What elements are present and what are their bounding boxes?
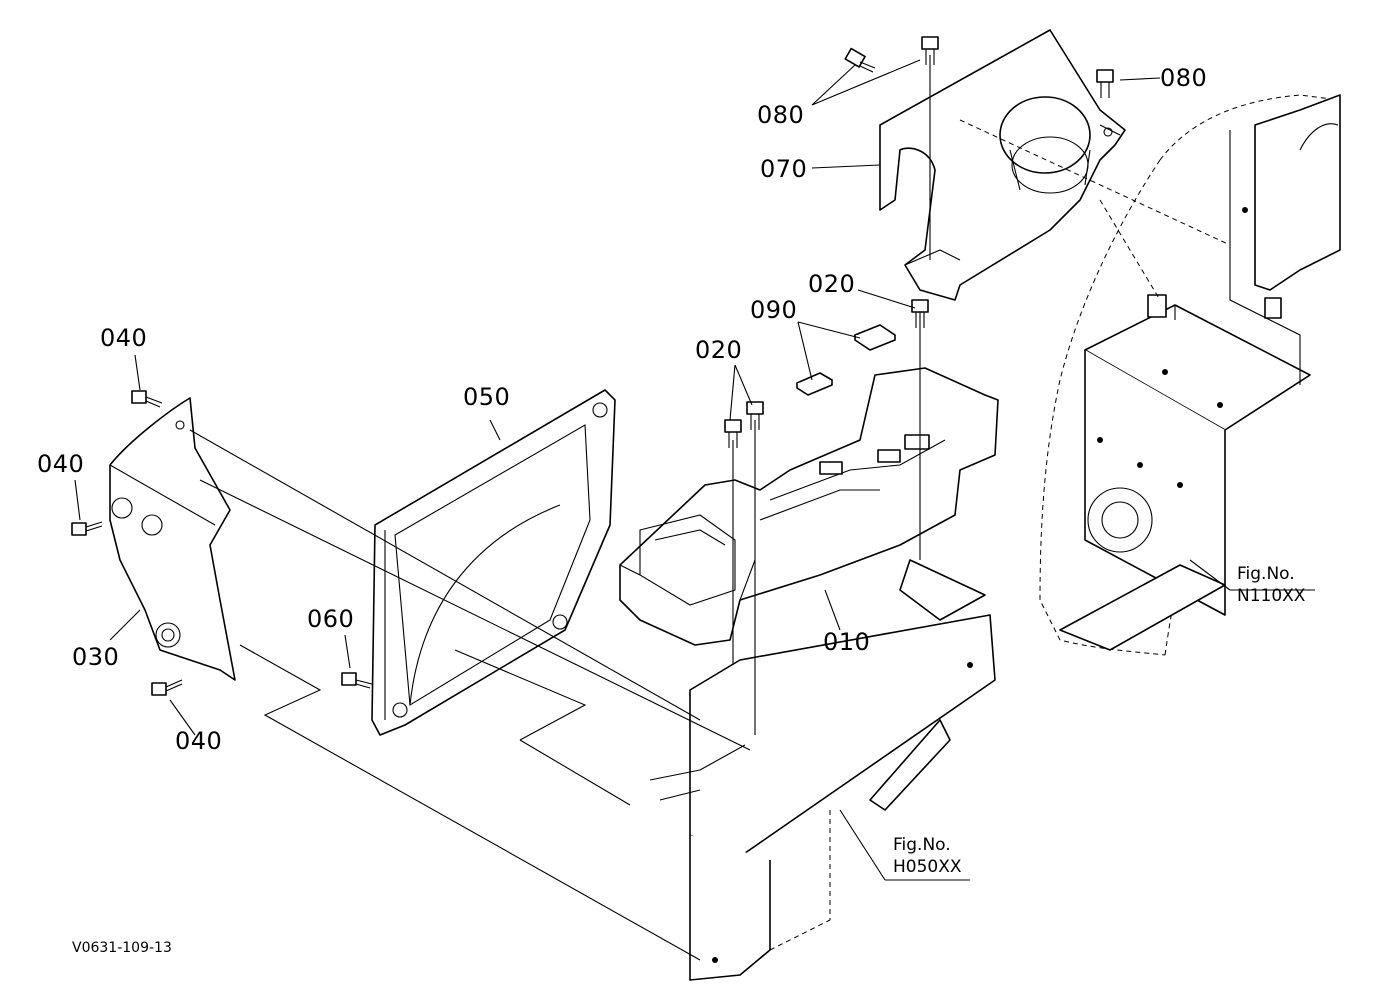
bolt-icon	[1096, 69, 1114, 98]
callout-020-top: 020	[808, 270, 856, 298]
fig-ref-bottom: Fig.No. H050XX	[893, 834, 962, 878]
fig-ref-bottom-line1: Fig.No.	[893, 835, 951, 855]
callout-040-mid: 040	[37, 450, 85, 478]
bolt-icon	[844, 47, 876, 73]
callout-040-bottom: 040	[175, 727, 223, 755]
panel-plate-050	[371, 389, 616, 736]
cup-holder-cover-070	[879, 29, 1126, 301]
bolt-icon	[131, 390, 163, 408]
callout-leaders	[74, 59, 1315, 881]
pads-090	[796, 324, 896, 396]
bolt-icon	[921, 36, 939, 65]
console-housing-010	[619, 367, 999, 646]
fig-ref-right-line1: Fig.No.	[1237, 564, 1295, 584]
bolt-icon	[911, 299, 929, 328]
callout-080-right: 080	[1160, 64, 1208, 92]
alignment-lines	[189, 55, 1231, 961]
callout-090: 090	[750, 296, 798, 324]
callout-020-mid: 020	[695, 336, 743, 364]
bolt-icon	[724, 419, 742, 448]
fig-ref-right-line2: N110XX	[1237, 586, 1306, 606]
callout-040-top: 040	[100, 324, 148, 352]
bolt-icon	[746, 401, 764, 430]
bolt-icon	[151, 679, 183, 696]
side-cover-030	[109, 397, 236, 681]
callout-060: 060	[307, 605, 355, 633]
callout-080-left: 080	[757, 101, 805, 129]
callout-050: 050	[463, 383, 511, 411]
fig-ref-right: Fig.No. N110XX	[1237, 563, 1305, 607]
callout-030: 030	[72, 643, 120, 671]
bolt-icon	[71, 521, 103, 536]
callout-010: 010	[823, 628, 871, 656]
machine-body-reference	[1039, 94, 1341, 656]
bolt-icon	[341, 672, 373, 689]
fig-ref-bottom-line2: H050XX	[893, 857, 962, 877]
bolts	[71, 36, 1114, 696]
lower-frame-reference	[649, 559, 996, 981]
drawing-id: V0631-109-13	[72, 940, 172, 956]
callout-070: 070	[760, 155, 808, 183]
